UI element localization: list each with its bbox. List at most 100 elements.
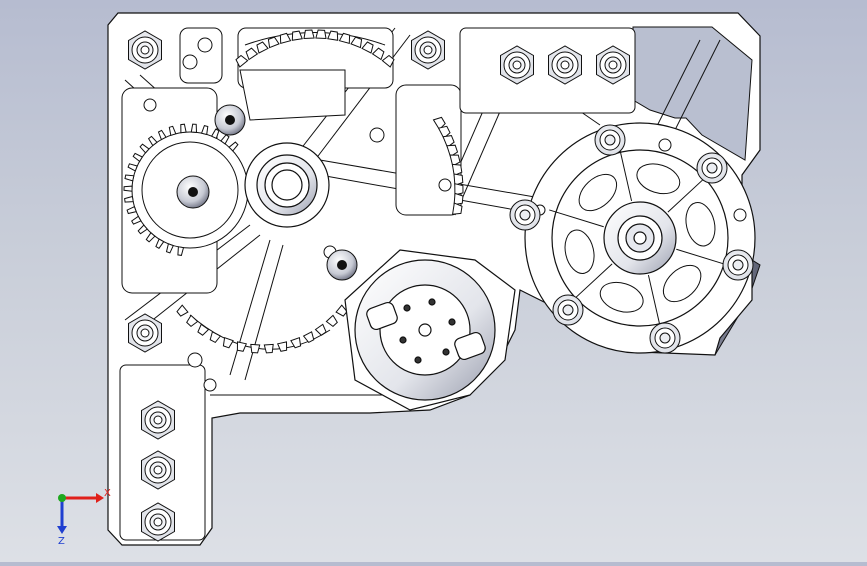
wheel-spoke (569, 263, 613, 303)
small-holes (143, 37, 747, 392)
gear-tooth (454, 183, 464, 196)
wheel-bolt (696, 152, 728, 184)
gear-tooth (291, 30, 303, 41)
gear-tooth (145, 232, 156, 243)
wheel-bolt (594, 124, 626, 156)
hex-nut (141, 450, 175, 490)
gear-tooth (432, 116, 446, 131)
wheel-window (636, 163, 681, 195)
gear-tooth (180, 123, 187, 134)
hex-nut (128, 313, 162, 353)
gear-tooth (267, 36, 280, 49)
gear-tooth (177, 246, 185, 256)
gear-tooth (197, 323, 210, 336)
axis-triad: X Z (57, 488, 111, 547)
gear-tooth (165, 243, 174, 254)
hex-nut (141, 400, 175, 440)
wheel-bolt (552, 294, 584, 326)
gear-tooth (123, 185, 133, 192)
gear-tooth (277, 341, 288, 352)
gear-tooth (127, 163, 138, 172)
gear-tooth (371, 47, 385, 61)
lower-hub (344, 249, 516, 411)
gear-tooth (124, 174, 135, 182)
lower-gear-teeth (176, 304, 348, 354)
gear-tooth (168, 125, 177, 136)
gear-tooth (446, 144, 459, 158)
gear-tooth (256, 41, 269, 54)
gear-tooth (186, 314, 199, 328)
gear-tooth (302, 331, 315, 344)
top-gear-teeth (235, 29, 395, 68)
gear-tooth (200, 125, 209, 136)
gear-tooth (176, 304, 189, 317)
wheel-bolt (722, 249, 754, 281)
gear-tooth (147, 135, 158, 147)
wheel-window (599, 281, 644, 313)
wheel-spoke (647, 274, 662, 331)
wheel-bolt (509, 199, 541, 231)
top-right-cutout (632, 26, 753, 161)
hex-nut (411, 30, 445, 70)
gear-tooth (451, 163, 463, 177)
gear-tooth (381, 54, 395, 68)
hex-nut (500, 45, 534, 85)
wheel-bolt (649, 322, 681, 354)
gear-tooth (235, 54, 249, 68)
gear-tooth (126, 206, 137, 215)
gear-tooth (131, 215, 142, 225)
gear-tooth (452, 202, 463, 215)
hex-nuts (128, 30, 630, 542)
pins (176, 104, 358, 281)
wheel-spoke (618, 145, 633, 202)
gear-tooth (220, 134, 230, 145)
hex-nut (141, 502, 175, 542)
gear-tooth (335, 304, 348, 317)
right-wheel-spokes (549, 145, 731, 331)
gear-tooth (453, 173, 464, 186)
center-bearing (244, 142, 330, 228)
triad-z-label: Z (58, 536, 65, 547)
gear-tooth (453, 192, 464, 206)
right-wheel-hub (524, 122, 756, 354)
gear-tooth (303, 29, 315, 40)
gear-tooth (222, 337, 234, 349)
gear-tooth (437, 125, 451, 139)
wheel-spoke (549, 209, 604, 228)
gear-tooth (209, 331, 222, 344)
wheel-window (662, 264, 702, 303)
gear-tooth (442, 135, 455, 148)
gear-tooth (228, 141, 239, 152)
left-gear-teeth (123, 123, 239, 256)
gear-tooth (132, 152, 144, 163)
gear-tooth (338, 32, 351, 45)
gear-tooth (325, 314, 338, 328)
gear-tooth (157, 129, 167, 141)
gear-tooth (449, 154, 461, 167)
wheel-bolts (509, 124, 754, 354)
gear-tooth (236, 341, 247, 352)
wheel-spoke (676, 248, 731, 267)
gear-tooth (155, 238, 165, 249)
top-gear (244, 32, 386, 46)
wheel-window (564, 229, 595, 274)
gear-tooth (350, 36, 363, 49)
gear-tooth (137, 224, 148, 235)
gear-tooth (139, 143, 150, 154)
hex-nut (128, 30, 162, 70)
gear-tooth (327, 30, 339, 41)
hex-nut (548, 45, 582, 85)
gear-tooth (263, 343, 274, 354)
gear-tooth (279, 32, 292, 45)
hex-nut (596, 45, 630, 85)
gear-tooth (245, 47, 259, 61)
gear-tooth (124, 195, 134, 203)
gear-tooth (361, 41, 374, 54)
wheel-window (685, 202, 716, 247)
mid-rack-teeth (432, 116, 464, 215)
gear-tooth (315, 29, 327, 40)
wheel-window (578, 173, 618, 212)
triad-x-label: X (104, 488, 111, 499)
